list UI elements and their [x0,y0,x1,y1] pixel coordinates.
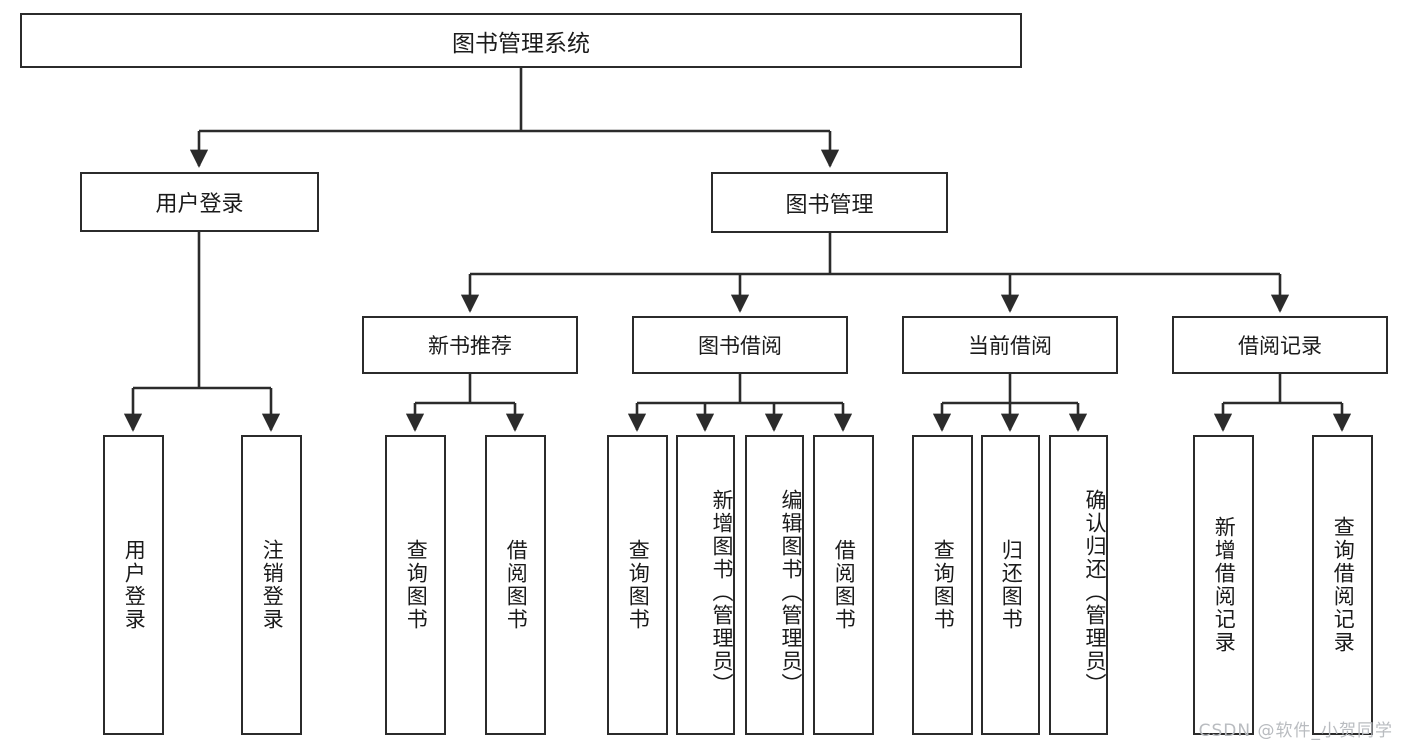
node-user-login-label: 用户登录 [155,192,244,217]
leaf-confirm-return[interactable]: 确认归还（管理员） [1049,435,1108,735]
leaf-borrow-book-2-label: 借阅图书 [832,539,857,631]
node-book-manage-label: 图书管理 [785,192,874,218]
leaf-add-book[interactable]: 新增图书（管理员） [676,435,735,735]
leaf-query-book-2-label: 查询图书 [626,539,651,631]
leaf-query-book-2[interactable]: 查询图书 [607,435,668,735]
watermark: CSDN @软件_小贺同学 [1198,721,1393,741]
leaf-borrow-book-2[interactable]: 借阅图书 [813,435,874,735]
leaf-borrow-book-1-label: 借阅图书 [504,539,529,631]
node-new-book-recommend-label: 新书推荐 [428,334,512,358]
leaf-add-record-label: 新增借阅记录 [1212,516,1237,654]
leaf-user-login[interactable]: 用户登录 [103,435,164,735]
node-root-label: 图书管理系统 [452,30,590,57]
leaf-confirm-return-label: 确认归还（管理员） [1083,488,1107,696]
leaf-return-book[interactable]: 归还图书 [981,435,1040,735]
leaf-query-book-1[interactable]: 查询图书 [385,435,446,735]
node-user-login[interactable]: 用户登录 [80,172,319,232]
node-book-manage[interactable]: 图书管理 [711,172,948,233]
node-book-borrow-label: 图书借阅 [698,334,782,358]
leaf-borrow-book-1[interactable]: 借阅图书 [485,435,546,735]
node-current-borrow-label: 当前借阅 [968,334,1052,358]
leaf-return-book-label: 归还图书 [999,539,1024,631]
node-book-borrow[interactable]: 图书借阅 [632,316,848,374]
node-borrow-record-label: 借阅记录 [1238,334,1322,358]
leaf-query-book-3-label: 查询图书 [931,539,956,631]
leaf-edit-book-label: 编辑图书（管理员） [779,488,803,696]
leaf-add-record[interactable]: 新增借阅记录 [1193,435,1254,735]
node-root[interactable]: 图书管理系统 [20,13,1022,68]
node-new-book-recommend[interactable]: 新书推荐 [362,316,578,374]
leaf-edit-book[interactable]: 编辑图书（管理员） [745,435,804,735]
leaf-query-book-3[interactable]: 查询图书 [912,435,973,735]
leaf-user-logout[interactable]: 注销登录 [241,435,302,735]
leaf-user-login-label: 用户登录 [122,539,147,631]
leaf-query-book-1-label: 查询图书 [404,539,429,631]
leaf-add-book-label: 新增图书（管理员） [710,488,734,696]
node-borrow-record[interactable]: 借阅记录 [1172,316,1388,374]
leaf-query-record[interactable]: 查询借阅记录 [1312,435,1373,735]
leaf-query-record-label: 查询借阅记录 [1331,516,1356,654]
leaf-user-logout-label: 注销登录 [260,539,285,631]
node-current-borrow[interactable]: 当前借阅 [902,316,1118,374]
